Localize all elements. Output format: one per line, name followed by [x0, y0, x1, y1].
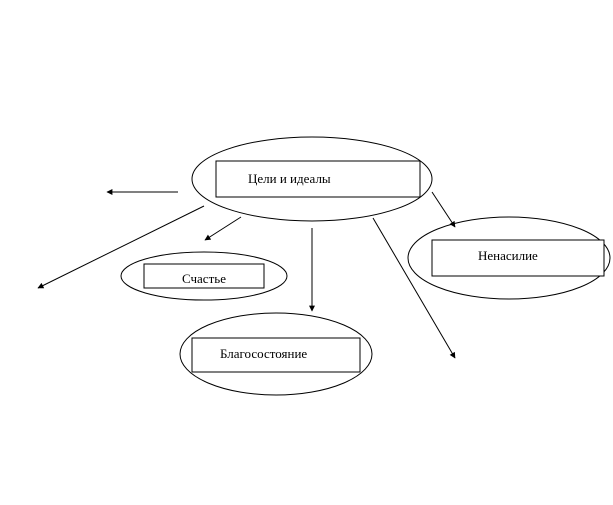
- node-goals: Цели и идеалы: [191, 136, 433, 222]
- node-nonviolence: Ненасилие: [407, 216, 611, 300]
- node-goals-label: Цели и идеалы: [248, 171, 331, 186]
- node-goals-box: [215, 160, 421, 198]
- node-happiness: Счастье: [120, 251, 288, 301]
- node-nonviolence-label: Ненасилие: [478, 248, 538, 263]
- node-wellbeing: Благосостояние: [179, 312, 373, 396]
- arrow-right-down: [372, 217, 456, 359]
- arrow-to-happiness: [204, 216, 242, 241]
- arrow-to-nonviolence: [431, 191, 456, 228]
- node-nonviolence-box: [431, 239, 605, 277]
- arrow-far-left-down: [37, 205, 205, 289]
- node-wellbeing-label: Благосостояние: [220, 346, 307, 361]
- node-happiness-label: Счастье: [182, 271, 226, 286]
- node-wellbeing-box: [191, 337, 361, 373]
- node-happiness-box: [143, 263, 265, 289]
